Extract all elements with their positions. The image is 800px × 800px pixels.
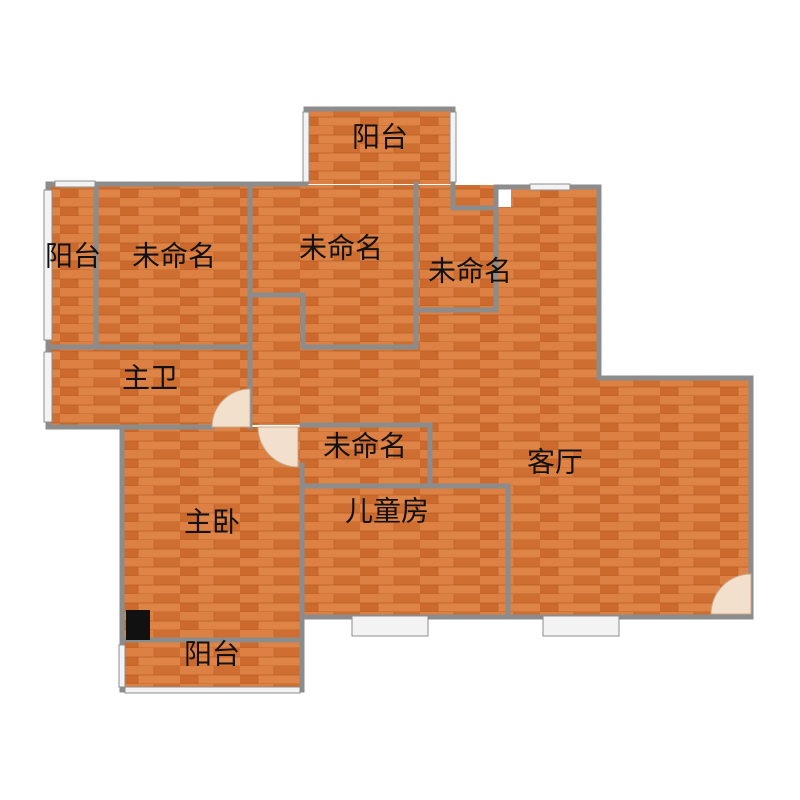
window-top-living xyxy=(529,183,571,191)
label-balcony-left: 阳台 xyxy=(45,240,101,273)
window-kids-room xyxy=(351,615,429,637)
label-living-room: 客厅 xyxy=(527,446,583,479)
window-bottom-balcony xyxy=(124,686,301,694)
window-top-balcony-left xyxy=(302,111,310,183)
floor-balcony-top xyxy=(306,109,453,184)
label-master-bath: 主卫 xyxy=(122,362,178,395)
floor-bedroom-1 xyxy=(96,185,248,347)
wall-storage xyxy=(299,422,433,489)
door-arc-master-bedroom xyxy=(257,426,299,468)
floor-kids-room xyxy=(302,486,508,616)
label-bedroom-3: 未命名 xyxy=(428,255,512,288)
window-left-bath xyxy=(43,351,53,423)
closet-block xyxy=(126,610,150,640)
label-kids-room: 儿童房 xyxy=(345,495,429,528)
floors xyxy=(50,109,751,690)
label-balcony-bottom: 阳台 xyxy=(184,638,240,671)
floor-master-bedroom xyxy=(122,427,302,640)
label-master-bedroom: 主卧 xyxy=(184,506,240,539)
label-balcony-top: 阳台 xyxy=(352,121,408,154)
label-bedroom-1: 未命名 xyxy=(132,240,216,273)
wall-bed3 xyxy=(413,205,499,313)
floor-balcony-bottom xyxy=(122,640,302,690)
labels: 阳台 阳台 未命名 未命名 未命名 主卫 未命名 客厅 儿童房 主卧 阳台 xyxy=(45,121,583,671)
floor-balcony-left xyxy=(50,185,96,347)
windows xyxy=(43,111,620,694)
door-arc-bath xyxy=(211,388,251,428)
window-living-room xyxy=(542,615,620,637)
window-left-balcony xyxy=(43,189,53,341)
label-bedroom-2: 未命名 xyxy=(299,232,383,265)
floor-storage xyxy=(302,425,430,486)
floor-bedroom-3 xyxy=(416,185,496,310)
door-arc-entry xyxy=(710,573,752,615)
doors xyxy=(211,388,752,615)
window-top-bed1 xyxy=(54,180,96,188)
window-top-balcony-right xyxy=(449,111,457,183)
wall-kids-room xyxy=(299,462,511,620)
label-storage: 未命名 xyxy=(323,430,407,463)
window-balcony-bottom-side xyxy=(118,644,126,688)
floor-living-area xyxy=(250,187,751,617)
wall-bed2-bottom xyxy=(247,181,419,350)
